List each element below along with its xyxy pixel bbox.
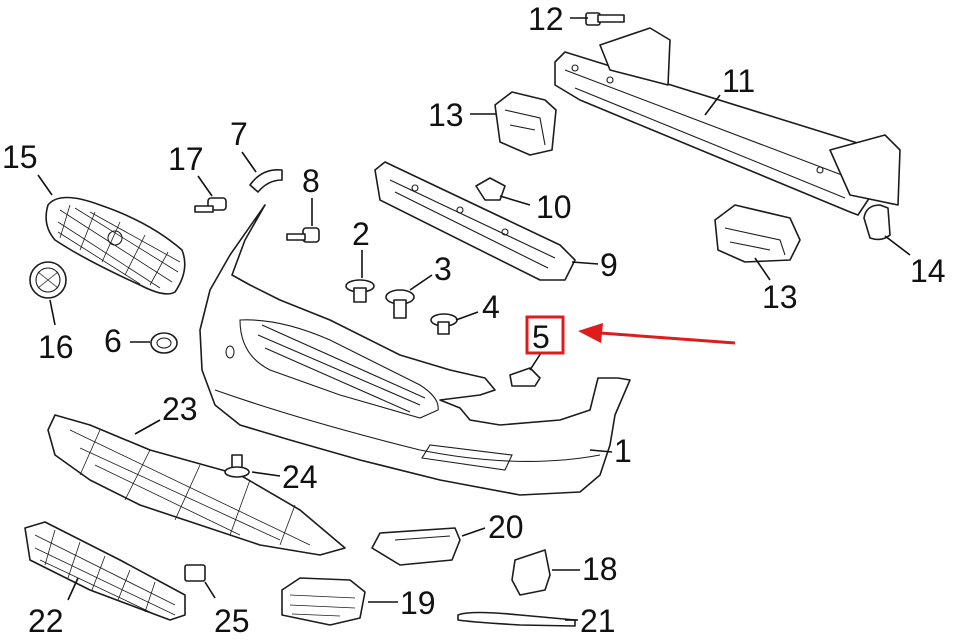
- leader-13-lower: [754, 257, 771, 281]
- callout-9: 9: [600, 247, 618, 283]
- part-pushpin-4: [430, 313, 458, 335]
- leader-14: [884, 235, 911, 256]
- callout-8: 8: [302, 163, 320, 199]
- callout-3: 3: [434, 251, 452, 287]
- callout-15: 15: [2, 139, 38, 175]
- leader-25: [204, 581, 216, 599]
- leader-3: [409, 274, 433, 291]
- leader-10: [499, 195, 531, 206]
- part-screw-17: [194, 197, 227, 213]
- part-pushpin-2: [345, 279, 375, 303]
- leader-4: [455, 311, 479, 321]
- part-upper-support-9: [374, 161, 576, 281]
- leader-7: [241, 151, 257, 173]
- part-clip-25: [184, 564, 206, 582]
- callout-18: 18: [582, 551, 618, 587]
- callout-13-upper: 13: [428, 97, 464, 133]
- part-clip-10: [475, 177, 506, 201]
- part-grille-15: [45, 196, 186, 295]
- highlight-part-5: [525, 315, 736, 355]
- leader-23: [134, 419, 161, 435]
- callout-1: 1: [614, 433, 632, 469]
- callout-4: 4: [482, 289, 500, 325]
- highlight-arrow-line: [599, 331, 736, 345]
- part-undertray-23: [47, 414, 346, 556]
- callout-22: 22: [28, 603, 64, 639]
- callout-17: 17: [168, 141, 204, 177]
- part-lower-grille-22: [24, 521, 186, 621]
- leader-11: [704, 94, 721, 116]
- part-bracket-13-lower: [714, 204, 801, 263]
- part-bolt-8: [286, 227, 320, 243]
- leader-9: [571, 261, 599, 265]
- callout-24: 24: [282, 459, 318, 495]
- part-bumper-cover-1: [199, 204, 631, 496]
- callout-10: 10: [536, 189, 572, 225]
- callout-7: 7: [230, 116, 248, 152]
- callout-19: 19: [400, 585, 436, 621]
- leader-21: [461, 527, 486, 537]
- leader-16: [49, 299, 56, 326]
- leader-22: [67, 577, 79, 601]
- leader-17: [197, 175, 213, 197]
- part-fog-grille-19: [281, 577, 366, 626]
- part-badge-16: [29, 261, 67, 299]
- leader-5: [529, 352, 542, 371]
- part-bolt-12: [585, 12, 625, 26]
- callout-21: 20: [488, 509, 524, 545]
- part-bracket-5: [509, 367, 541, 387]
- part-plug-6: [150, 332, 178, 354]
- part-trim-21: [371, 527, 461, 566]
- leader-lines: [37, 17, 911, 621]
- part-fastener-24: [224, 454, 250, 478]
- callout-14: 14: [910, 253, 946, 289]
- leader-24: [251, 471, 281, 477]
- highlight-box: [525, 315, 565, 355]
- part-clip-3: [385, 289, 415, 319]
- part-trim-strip-20: [457, 611, 576, 627]
- callout-12: 12: [528, 1, 564, 37]
- leader-1: [589, 449, 613, 453]
- callout-13-lower: 13: [762, 279, 798, 315]
- part-clip-7: [249, 168, 283, 193]
- part-reinforcement-beam: [554, 27, 901, 216]
- part-bracket-18: [511, 549, 551, 596]
- callout-16: 16: [38, 329, 74, 365]
- callout-5: 5: [532, 319, 550, 355]
- part-bracket-13-upper: [494, 91, 557, 156]
- callout-11: 11: [722, 63, 755, 99]
- callout-23: 23: [162, 391, 198, 427]
- callout-25: 25: [214, 603, 250, 639]
- part-cap-14: [863, 204, 891, 241]
- leader-15: [37, 174, 53, 196]
- callout-6: 6: [104, 323, 122, 359]
- callout-2: 2: [352, 216, 370, 252]
- highlight-arrow-head: [578, 323, 603, 343]
- callout-20: 21: [580, 603, 616, 639]
